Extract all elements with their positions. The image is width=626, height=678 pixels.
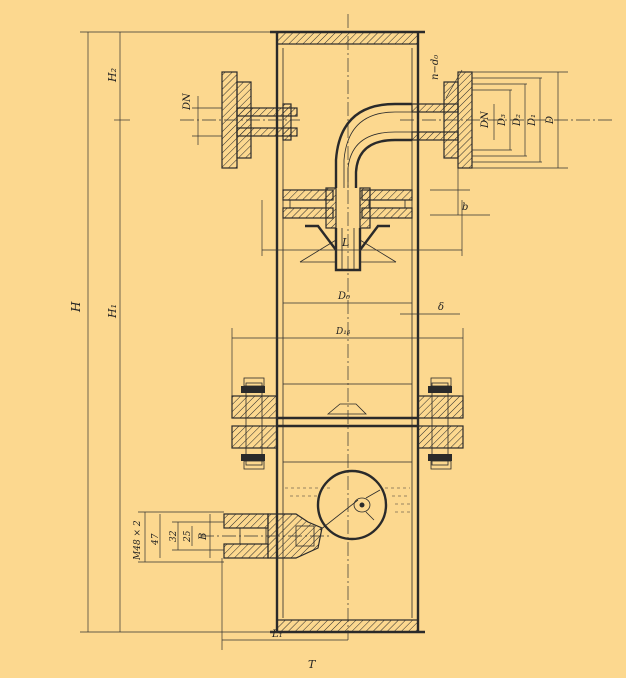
label-H: H <box>69 301 83 313</box>
label-delta: δ <box>438 302 444 313</box>
label-D: D <box>545 116 556 125</box>
label-DN-outlet: DN <box>480 110 491 129</box>
label-25: 25 <box>183 530 193 543</box>
mid-flange-right <box>417 377 464 470</box>
internal-bent-pipe <box>334 102 412 188</box>
center-lines <box>180 14 612 640</box>
dimension-lines <box>80 31 568 650</box>
label-H1: H₁ <box>106 304 119 319</box>
mid-separator <box>277 383 418 463</box>
top-cap <box>270 30 425 45</box>
label-M48: M48 × 2 <box>133 520 143 561</box>
figure-caption: T <box>308 658 317 671</box>
label-b: b <box>462 202 468 213</box>
label-32: 32 <box>169 530 179 542</box>
label-D2: D₂ <box>512 114 523 127</box>
label-H2: H₂ <box>106 68 119 83</box>
label-L1: L₁ <box>271 629 283 640</box>
drain-valve <box>223 513 323 559</box>
baffle-plate <box>282 187 413 229</box>
label-D0: D₀ <box>337 291 350 302</box>
label-B: B <box>198 533 209 541</box>
label-n-d0: n−d₀ <box>430 55 441 80</box>
outlet-nozzle <box>411 71 473 169</box>
mid-flange-left <box>231 377 278 470</box>
label-D1b: D₁ᵦ <box>335 327 351 337</box>
label-DN-inlet: DN <box>182 92 193 111</box>
dimension-labels: H H₁ H₂ DN n−d₀ DN D₃ D₂ D₁ D b L D₀ δ D… <box>69 55 556 671</box>
label-D3: D₃ <box>497 114 508 127</box>
float-ball <box>316 469 388 541</box>
label-47: 47 <box>151 533 161 546</box>
label-D1: D₁ <box>527 114 538 127</box>
bottom-cap <box>270 619 425 634</box>
label-L-inner: L <box>341 236 349 249</box>
